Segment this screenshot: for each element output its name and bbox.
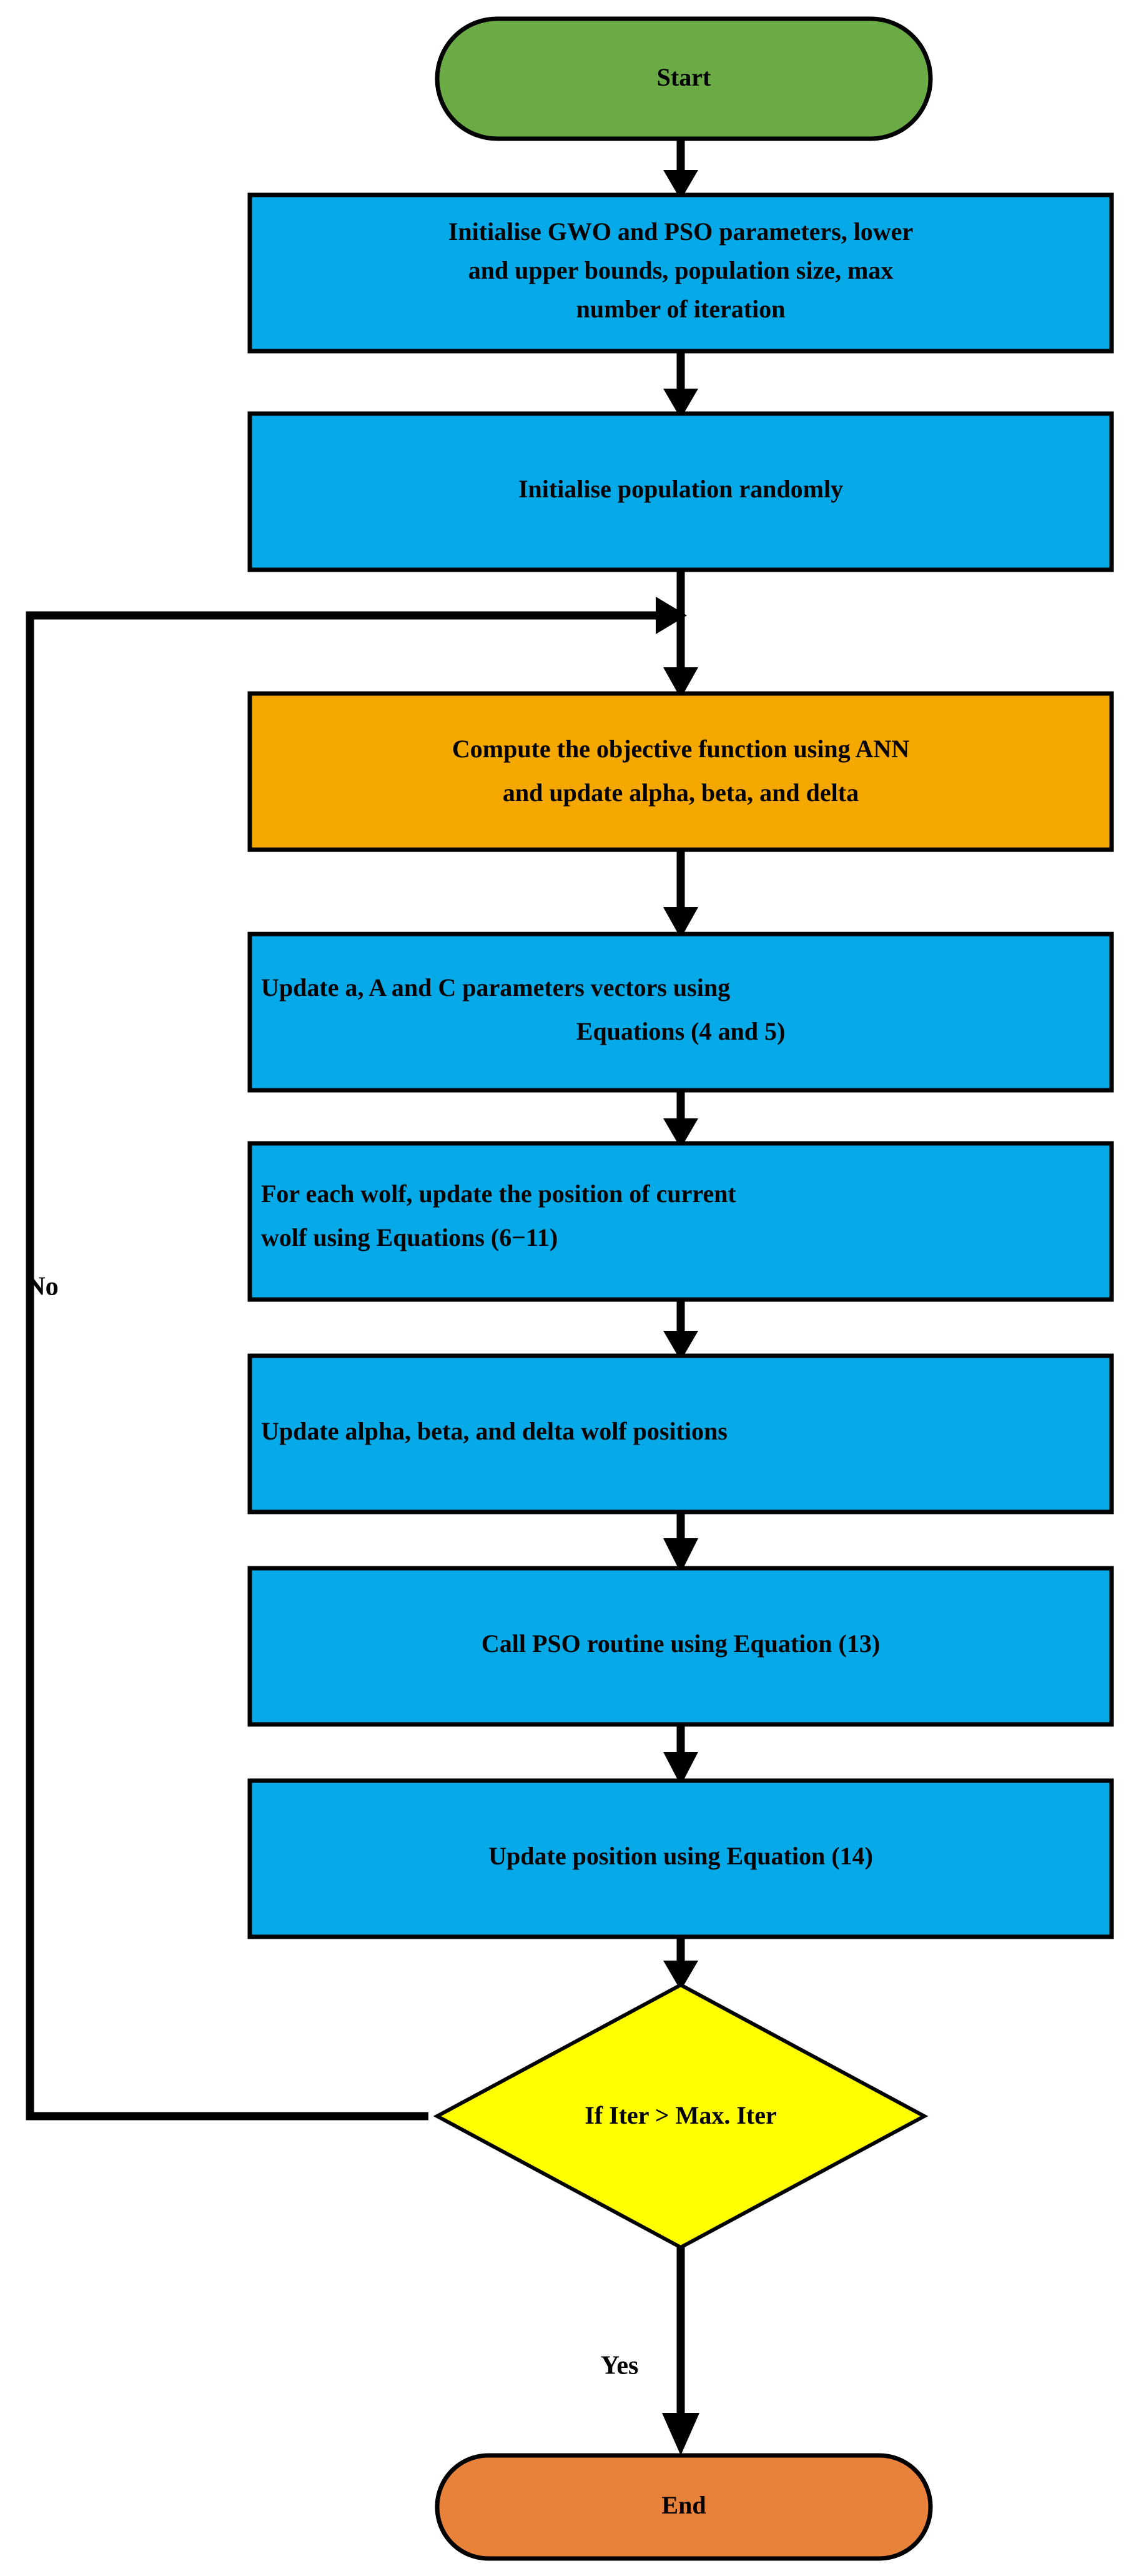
node-iter-check[interactable]: If Iter > Max. Iter <box>433 1982 929 2250</box>
update-abd-positions-shape <box>247 1353 1114 1514</box>
init-population-label: Initialise population randomly <box>518 475 843 503</box>
connector-update-abd-positions-to-call-pso <box>663 1512 698 1573</box>
end-label: End <box>661 2491 706 2519</box>
update-abd-positions-label: Update alpha, beta, and delta wolf posit… <box>261 1417 728 1445</box>
node-init-population[interactable]: Initialise population randomly <box>247 411 1114 572</box>
update-position-label: Update position using Equation (14) <box>488 1842 873 1870</box>
connector-update-wolf-position-to-update-abd-positions <box>663 1300 698 1361</box>
connector-feedback-no-loop <box>26 597 687 2121</box>
start-shape <box>435 16 933 141</box>
compute-objective-line-2: and update alpha, beta, and delta <box>503 778 859 807</box>
update-wolf-position-line-2: wolf using Equations (6−11) <box>261 1223 558 1251</box>
node-end[interactable]: End <box>435 2453 933 2561</box>
node-update-wolf-position[interactable]: For each wolf, update the position of cu… <box>247 1141 1114 1302</box>
node-compute-objective[interactable]: Compute the objective function using ANN… <box>247 691 1114 852</box>
connector-init-params-to-init-population <box>663 351 698 419</box>
update-aAC-shape <box>247 932 1114 1093</box>
init-population-shape <box>247 411 1114 572</box>
compute-objective-shape <box>247 691 1114 852</box>
update-wolf-position-shape <box>247 1141 1114 1302</box>
iter-check-label: If Iter > Max. Iter <box>585 2101 777 2129</box>
update-aAC-line-1: Update a, A and C parameters vectors usi… <box>261 973 730 1002</box>
connector-iter-check-to-end <box>662 2246 699 2455</box>
connector-update-position-to-iter-check <box>663 1937 698 1991</box>
connector-start-to-init-params <box>663 139 698 200</box>
node-update-position[interactable]: Update position using Equation (14) <box>247 1778 1114 1939</box>
connector-layer <box>26 139 699 2455</box>
node-update-aAC[interactable]: Update a, A and C parameters vectors usi… <box>247 932 1114 1093</box>
init-params-shape <box>247 192 1114 354</box>
start-label: Start <box>657 63 711 91</box>
node-update-abd-positions[interactable]: Update alpha, beta, and delta wolf posit… <box>247 1353 1114 1514</box>
update-wolf-position-line-1: For each wolf, update the position of cu… <box>261 1180 736 1208</box>
init-params-line-3: number of iteration <box>576 295 786 323</box>
node-call-pso[interactable]: Call PSO routine using Equation (13) <box>247 1566 1114 1727</box>
init-params-line-1: Initialise GWO and PSO parameters, lower <box>448 217 913 246</box>
connector-init-population-to-compute-objective <box>663 570 698 699</box>
update-aAC-line-2: Equations (4 and 5) <box>576 1017 786 1045</box>
end-shape <box>435 2453 933 2561</box>
edge-label-no: No <box>26 1273 58 1301</box>
connector-call-pso-to-update-position <box>663 1724 698 1786</box>
connector-update-aAC-to-update-wolf-position <box>663 1090 698 1148</box>
init-params-line-2: and upper bounds, population size, max <box>468 256 894 284</box>
edge-label-yes: Yes <box>601 2352 639 2380</box>
node-init-params[interactable]: Initialise GWO and PSO parameters, lower… <box>247 192 1114 354</box>
call-pso-shape <box>247 1566 1114 1727</box>
call-pso-label: Call PSO routine using Equation (13) <box>482 1629 880 1658</box>
node-start[interactable]: Start <box>435 16 933 141</box>
connector-compute-objective-to-update-aAC <box>663 850 698 938</box>
compute-objective-line-1: Compute the objective function using ANN <box>452 735 909 763</box>
iter-check-shape <box>433 1982 929 2250</box>
update-position-shape <box>247 1778 1114 1939</box>
